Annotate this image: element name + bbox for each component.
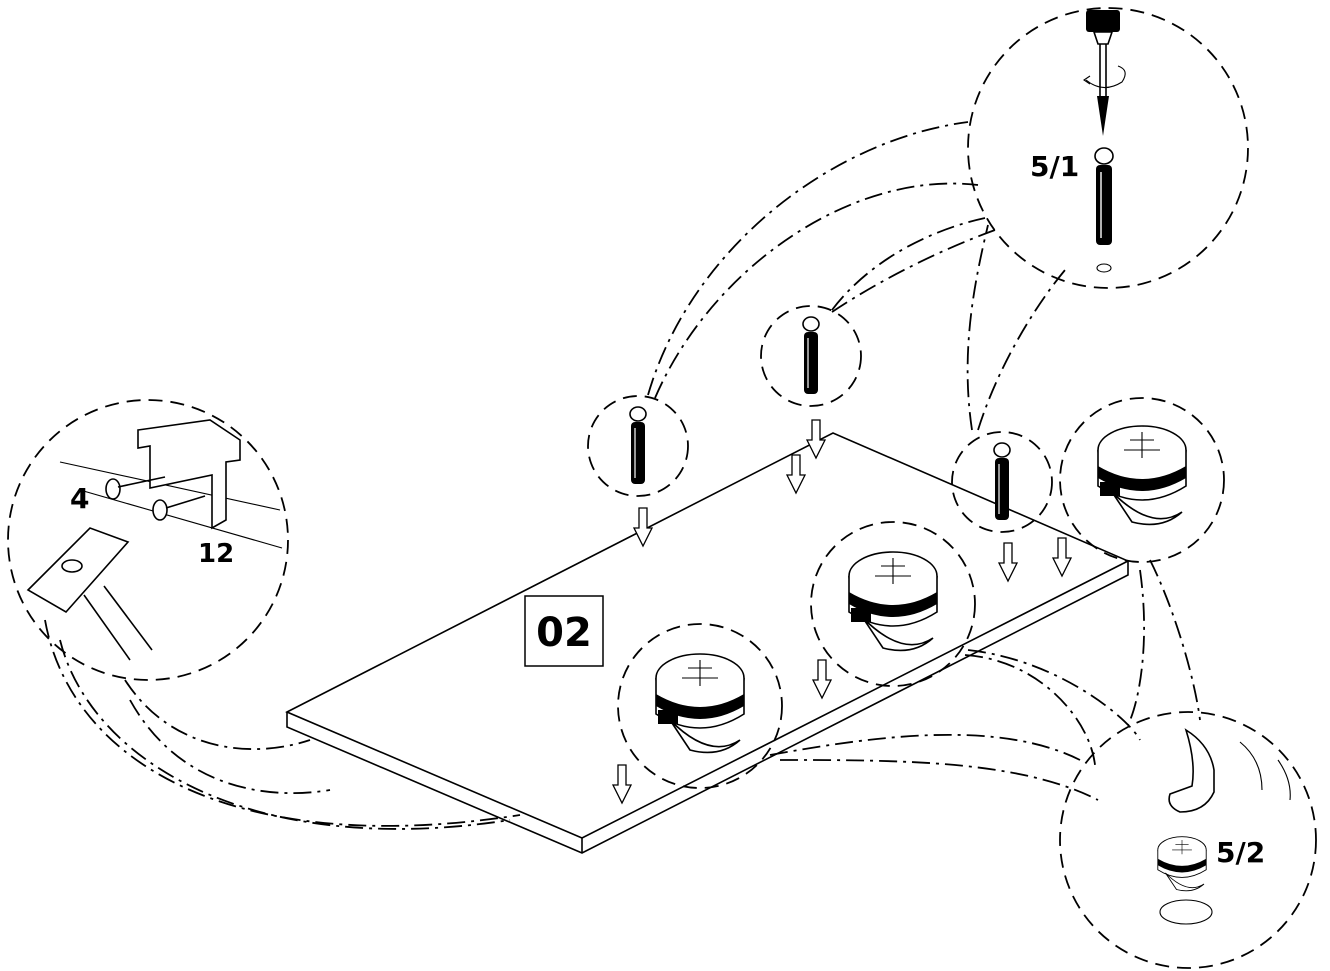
nail-icon — [105, 476, 166, 500]
finger-press-icon — [1168, 728, 1291, 813]
nail-length-label: 12 — [198, 539, 234, 569]
insert-arrow-icon — [611, 764, 633, 805]
dowel-pin-icon — [802, 316, 820, 394]
insert-arrow-icon — [1051, 537, 1073, 578]
callout-connectors — [44, 121, 1201, 830]
insert-arrow-icon — [632, 507, 654, 548]
hammer-detail-callout: 4 12 — [7, 399, 289, 681]
hammer-icon — [26, 527, 153, 661]
dowel-pin-icon — [993, 442, 1011, 520]
cam-circle-1 — [617, 623, 783, 789]
insert-arrow-icon — [785, 454, 807, 495]
dowel-circle-2 — [760, 305, 862, 407]
dowel-pin-icon — [629, 406, 647, 484]
insert-arrow-icon — [805, 419, 827, 460]
cam-circle-3 — [1059, 397, 1225, 563]
step-number: 02 — [536, 610, 592, 656]
cam-circle-2 — [810, 521, 976, 687]
cam-lock-icon — [655, 653, 745, 754]
dowel-pin-icon — [1094, 147, 1114, 273]
insert-arrow-icon — [997, 542, 1019, 583]
cam-lock-icon — [1097, 425, 1187, 526]
insert-arrow-icon — [811, 659, 833, 700]
dowel-circle-1 — [587, 395, 689, 497]
insert-arrows — [611, 419, 1073, 805]
dowel-detail-callout: 5/1 — [967, 7, 1249, 289]
screwdriver-icon — [1083, 10, 1126, 136]
cam-lock-icon — [848, 551, 938, 652]
cam-lock-icon — [1157, 836, 1207, 892]
cam-press-callout: 5/2 — [1059, 711, 1317, 969]
dowel-part-label: 5/1 — [1030, 150, 1079, 183]
cam-part-label: 5/2 — [1216, 836, 1265, 869]
dowel-circle-3 — [951, 431, 1053, 533]
step-number-box: 02 — [524, 595, 604, 667]
nail-icon — [152, 495, 206, 521]
nail-count-label: 4 — [70, 482, 89, 515]
